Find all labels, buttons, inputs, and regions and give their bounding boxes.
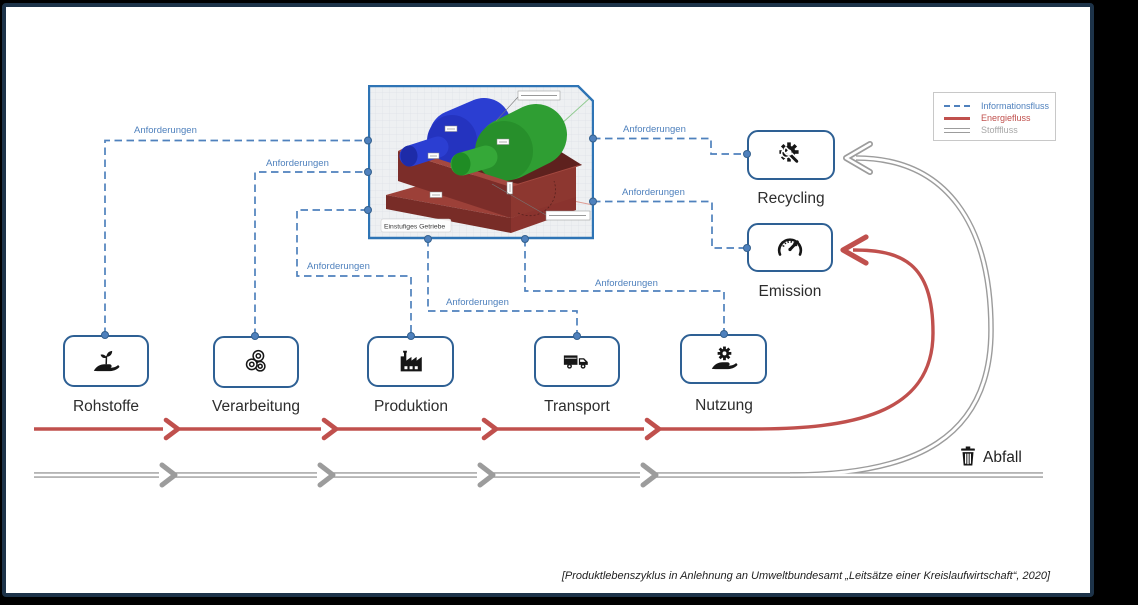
connector-label-emission: Anforderungen: [622, 187, 685, 198]
hand-gear-icon: [711, 346, 738, 370]
stage-box-rohstoffe: [63, 335, 149, 387]
solid-line-swatch-icon: [944, 116, 970, 120]
connector-label-nutzung: Anforderungen: [595, 278, 658, 289]
legend-item-energiefluss: Energiefluss: [944, 112, 1055, 124]
output-box-recycling: [747, 130, 835, 180]
truck-icon: [563, 354, 588, 369]
connector-label-rohstoffe: Anforderungen: [134, 125, 197, 136]
stage-box-transport: [534, 336, 620, 387]
stage-box-nutzung: [680, 334, 767, 384]
legend-item-informationsfluss: Informationsfluss: [944, 100, 1055, 112]
waste-label: Abfall: [983, 449, 1022, 466]
gearbox-cad-image: Einstufiges Getriebe: [368, 85, 594, 240]
cad-image-caption: Einstufiges Getriebe: [384, 224, 445, 231]
output-label-recycling: Recycling: [757, 190, 825, 207]
double-line-swatch-icon: [944, 127, 970, 133]
stage-label-verarbeitung: Verarbeitung: [212, 398, 300, 415]
trash-icon: [961, 446, 975, 466]
connector-label-verarbeitung: Anforderungen: [266, 158, 329, 169]
stage-label-transport: Transport: [544, 398, 610, 415]
output-label-emission: Emission: [758, 283, 822, 300]
dashed-line-swatch-icon: [944, 105, 970, 107]
stage-box-produktion: [367, 336, 454, 387]
factory-icon: [400, 350, 422, 371]
stage-label-produktion: Produktion: [373, 398, 449, 415]
hand-sprout-icon: [93, 350, 120, 372]
stage-box-verarbeitung: [213, 336, 299, 388]
stage-label-nutzung: Nutzung: [695, 397, 753, 414]
connector-label-transport: Anforderungen: [446, 297, 509, 308]
cad-model: Einstufiges Getriebe: [380, 90, 593, 233]
output-box-emission: [747, 223, 833, 272]
stage-label-rohstoffe: Rohstoffe: [72, 398, 140, 415]
waste-marker: [958, 444, 978, 472]
gauge-icon: [777, 237, 803, 256]
dimension-tags: [427, 125, 513, 198]
connector-label-produktion: Anforderungen: [307, 261, 370, 272]
callout-annotations: [491, 90, 591, 221]
legend: Informationsfluss Energiefluss Stoffflus…: [933, 92, 1056, 141]
source-caption: [Produktlebenszyklus in Anlehnung an Umw…: [561, 570, 1050, 582]
legend-item-stofffluss: Stofffluss: [944, 124, 1055, 136]
connector-label-recycling: Anforderungen: [623, 124, 686, 135]
rollers-icon: [245, 349, 266, 372]
gear-wrench-icon: [779, 142, 800, 165]
